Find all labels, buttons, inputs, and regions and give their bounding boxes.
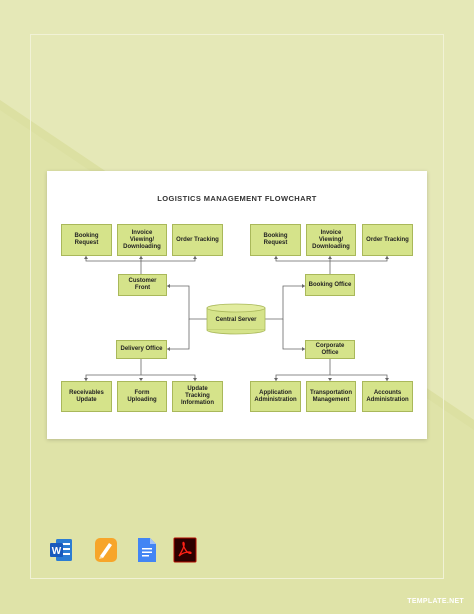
word-icon[interactable]: W	[49, 537, 73, 563]
update-tracking-node: Update Tracking Information	[172, 381, 223, 412]
receivables-update-node: Receivables Update	[61, 381, 112, 412]
booking-request-node: Booking Request	[250, 224, 301, 256]
corporate-office-node: Corporate Office	[305, 340, 355, 359]
application-administration-node: Application Administration	[250, 381, 301, 412]
booking-request-node: Booking Request	[61, 224, 112, 256]
central-server-label: Central Server	[215, 316, 257, 323]
pdf-icon[interactable]	[173, 537, 197, 563]
flowchart-title: LOGISTICS MANAGEMENT FLOWCHART	[157, 194, 317, 203]
watermark: TEMPLATE.NET	[407, 598, 464, 605]
central-server-cylinder	[206, 303, 266, 335]
order-tracking-node: Order Tracking	[172, 224, 223, 256]
svg-text:W: W	[52, 546, 62, 557]
accounts-administration-node: Accounts Administration	[362, 381, 413, 412]
pages-icon[interactable]	[94, 537, 118, 563]
transportation-management-node: Transportation Management	[306, 381, 356, 412]
connector-lines	[84, 256, 389, 381]
order-tracking-node: Order Tracking	[362, 224, 413, 256]
form-uploading-node: Form Uploading	[117, 381, 167, 412]
delivery-office-node: Delivery Office	[116, 340, 167, 359]
customer-front-node: Customer Front	[118, 274, 167, 296]
booking-office-node: Booking Office	[305, 274, 355, 296]
google-docs-icon[interactable]	[135, 537, 159, 563]
invoice-viewing-node: Invoice Viewing/ Downloading	[306, 224, 356, 256]
invoice-viewing-node: Invoice Viewing/ Downloading	[117, 224, 167, 256]
flowchart-card: LOGISTICS MANAGEMENT FLOWCHART	[47, 171, 427, 439]
page-frame	[30, 34, 444, 579]
